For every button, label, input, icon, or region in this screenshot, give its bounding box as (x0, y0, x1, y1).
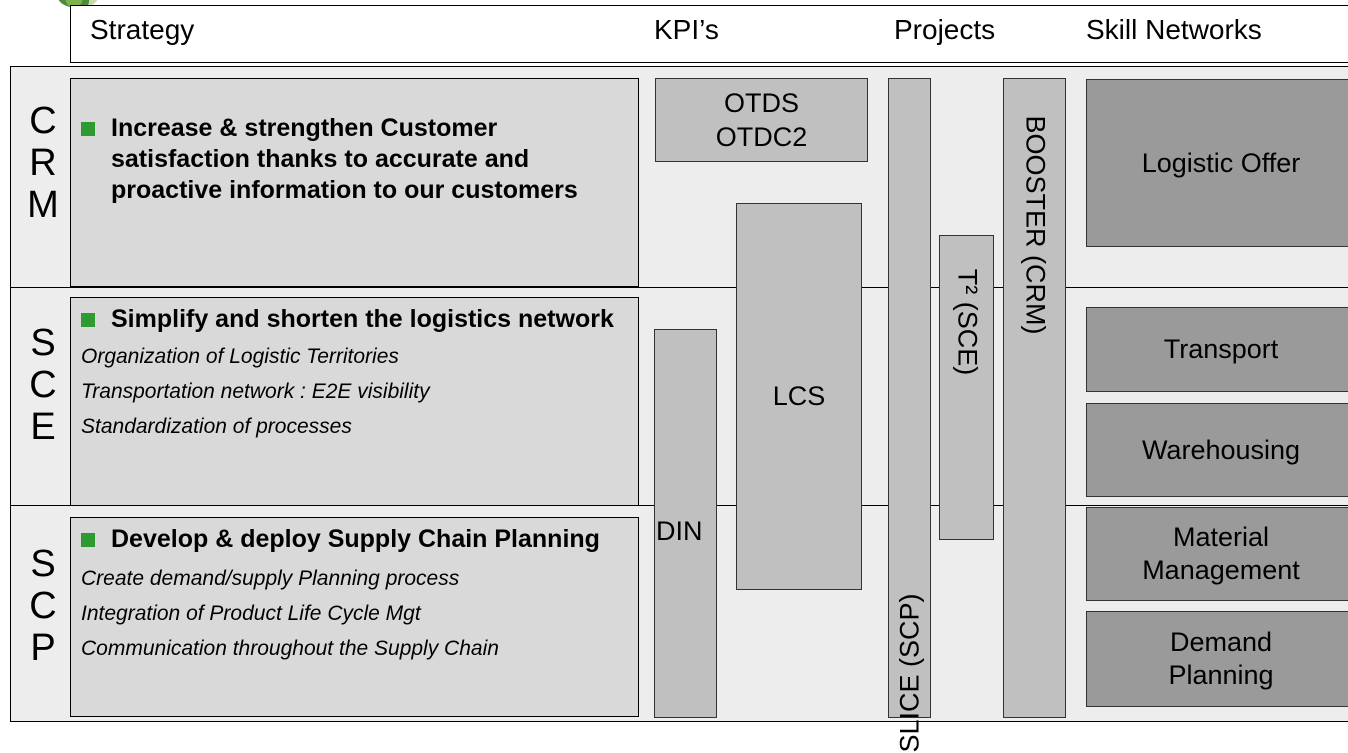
skill-label-transport: Transport (1163, 334, 1279, 364)
kpi-label-otds: OTDS (723, 88, 799, 118)
row-letter: S (30, 543, 56, 585)
header-skill-networks: Skill Networks (1086, 14, 1262, 45)
skill-label-planning: Planning (1168, 660, 1274, 690)
skill-box-demand-planning: Demand Planning (1086, 611, 1348, 707)
kpi-label-lcs: LCS (772, 381, 826, 411)
kpi-box-lcs: LCS (736, 203, 862, 590)
skill-box-logistic-offer: Logistic Offer (1086, 79, 1348, 247)
row-letter: S (30, 322, 56, 364)
kpi-label-din: DIN (656, 516, 703, 546)
strategy-bullet-crm: Increase & strengthen Customer satisfact… (111, 114, 578, 204)
strategy-item: Organization of Logistic Territories (81, 345, 399, 368)
header-projects: Projects (894, 14, 996, 45)
strategy-item: Integration of Product Life Cycle Mgt (81, 602, 421, 625)
strategy-box-scp: Develop & deploy Supply Chain Planning C… (70, 517, 639, 717)
strategy-item: Standardization of processes (81, 415, 352, 438)
project-bar-booster: BOOSTER (CRM) (1003, 78, 1066, 718)
skill-label-demand: Demand (1169, 627, 1273, 657)
logo-icon (58, 0, 98, 8)
row-letter: P (30, 627, 56, 669)
bullet-row-sce: Simplify and shorten the logistics netwo… (81, 304, 628, 335)
kpi-box-otds: OTDS OTDC2 (655, 78, 868, 162)
bullet-square-icon (81, 533, 95, 547)
strategy-bullet-sce: Simplify and shorten the logistics netwo… (111, 305, 614, 333)
bullet-square-icon (81, 122, 95, 136)
kpi-label-otdc2: OTDC2 (715, 122, 808, 152)
row-separator-crm-sce (10, 287, 1348, 288)
strategy-item: Transportation network : E2E visibility (81, 380, 430, 403)
strategy-item: Create demand/supply Planning process (81, 567, 460, 590)
row-letter: C (29, 100, 57, 142)
skill-label-material: Material (1172, 522, 1270, 552)
row-letters-scp: S C P (16, 543, 70, 669)
skill-label-management: Management (1142, 555, 1300, 585)
project-label-t2: T² (SCE) (952, 268, 982, 376)
strategy-box-crm: Increase & strengthen Customer satisfact… (70, 78, 639, 287)
strategy-item: Communication throughout the Supply Chai… (81, 637, 499, 660)
strategy-box-sce: Simplify and shorten the logistics netwo… (70, 297, 639, 506)
strategy-items-scp: Create demand/supply Planning process In… (81, 561, 628, 666)
skill-box-warehousing: Warehousing (1086, 403, 1348, 497)
row-letter: E (30, 406, 56, 448)
bullet-square-icon (81, 313, 95, 327)
strategy-bullet-scp: Develop & deploy Supply Chain Planning (111, 525, 600, 553)
row-letter: R (29, 142, 57, 184)
project-bar-t2: T² (SCE) (939, 235, 994, 540)
project-label-slice: SLICE (SCP) (894, 593, 924, 753)
project-label-booster: BOOSTER (CRM) (1020, 115, 1050, 335)
row-letter: M (27, 184, 59, 226)
header-kpis: KPI’s (654, 14, 719, 45)
skill-box-transport: Transport (1086, 307, 1348, 392)
bullet-row-crm: Increase & strengthen Customer satisfact… (81, 113, 628, 206)
skill-label-logistic-offer: Logistic Offer (1141, 147, 1301, 178)
row-letter: C (29, 585, 57, 627)
skill-box-material-management: Material Management (1086, 507, 1348, 601)
header-strategy: Strategy (90, 14, 195, 45)
row-letters-crm: C R M (16, 100, 70, 226)
row-letter: C (29, 364, 57, 406)
skill-label-warehousing: Warehousing (1141, 434, 1301, 465)
row-letters-sce: S C E (16, 322, 70, 448)
project-bar-slice: SLICE (SCP) (888, 78, 931, 753)
strategy-items-sce: Organization of Logistic Territories Tra… (81, 339, 628, 444)
bullet-row-scp: Develop & deploy Supply Chain Planning (81, 524, 628, 555)
header-bar (70, 5, 1348, 63)
kpi-box-din: DIN (654, 329, 717, 718)
